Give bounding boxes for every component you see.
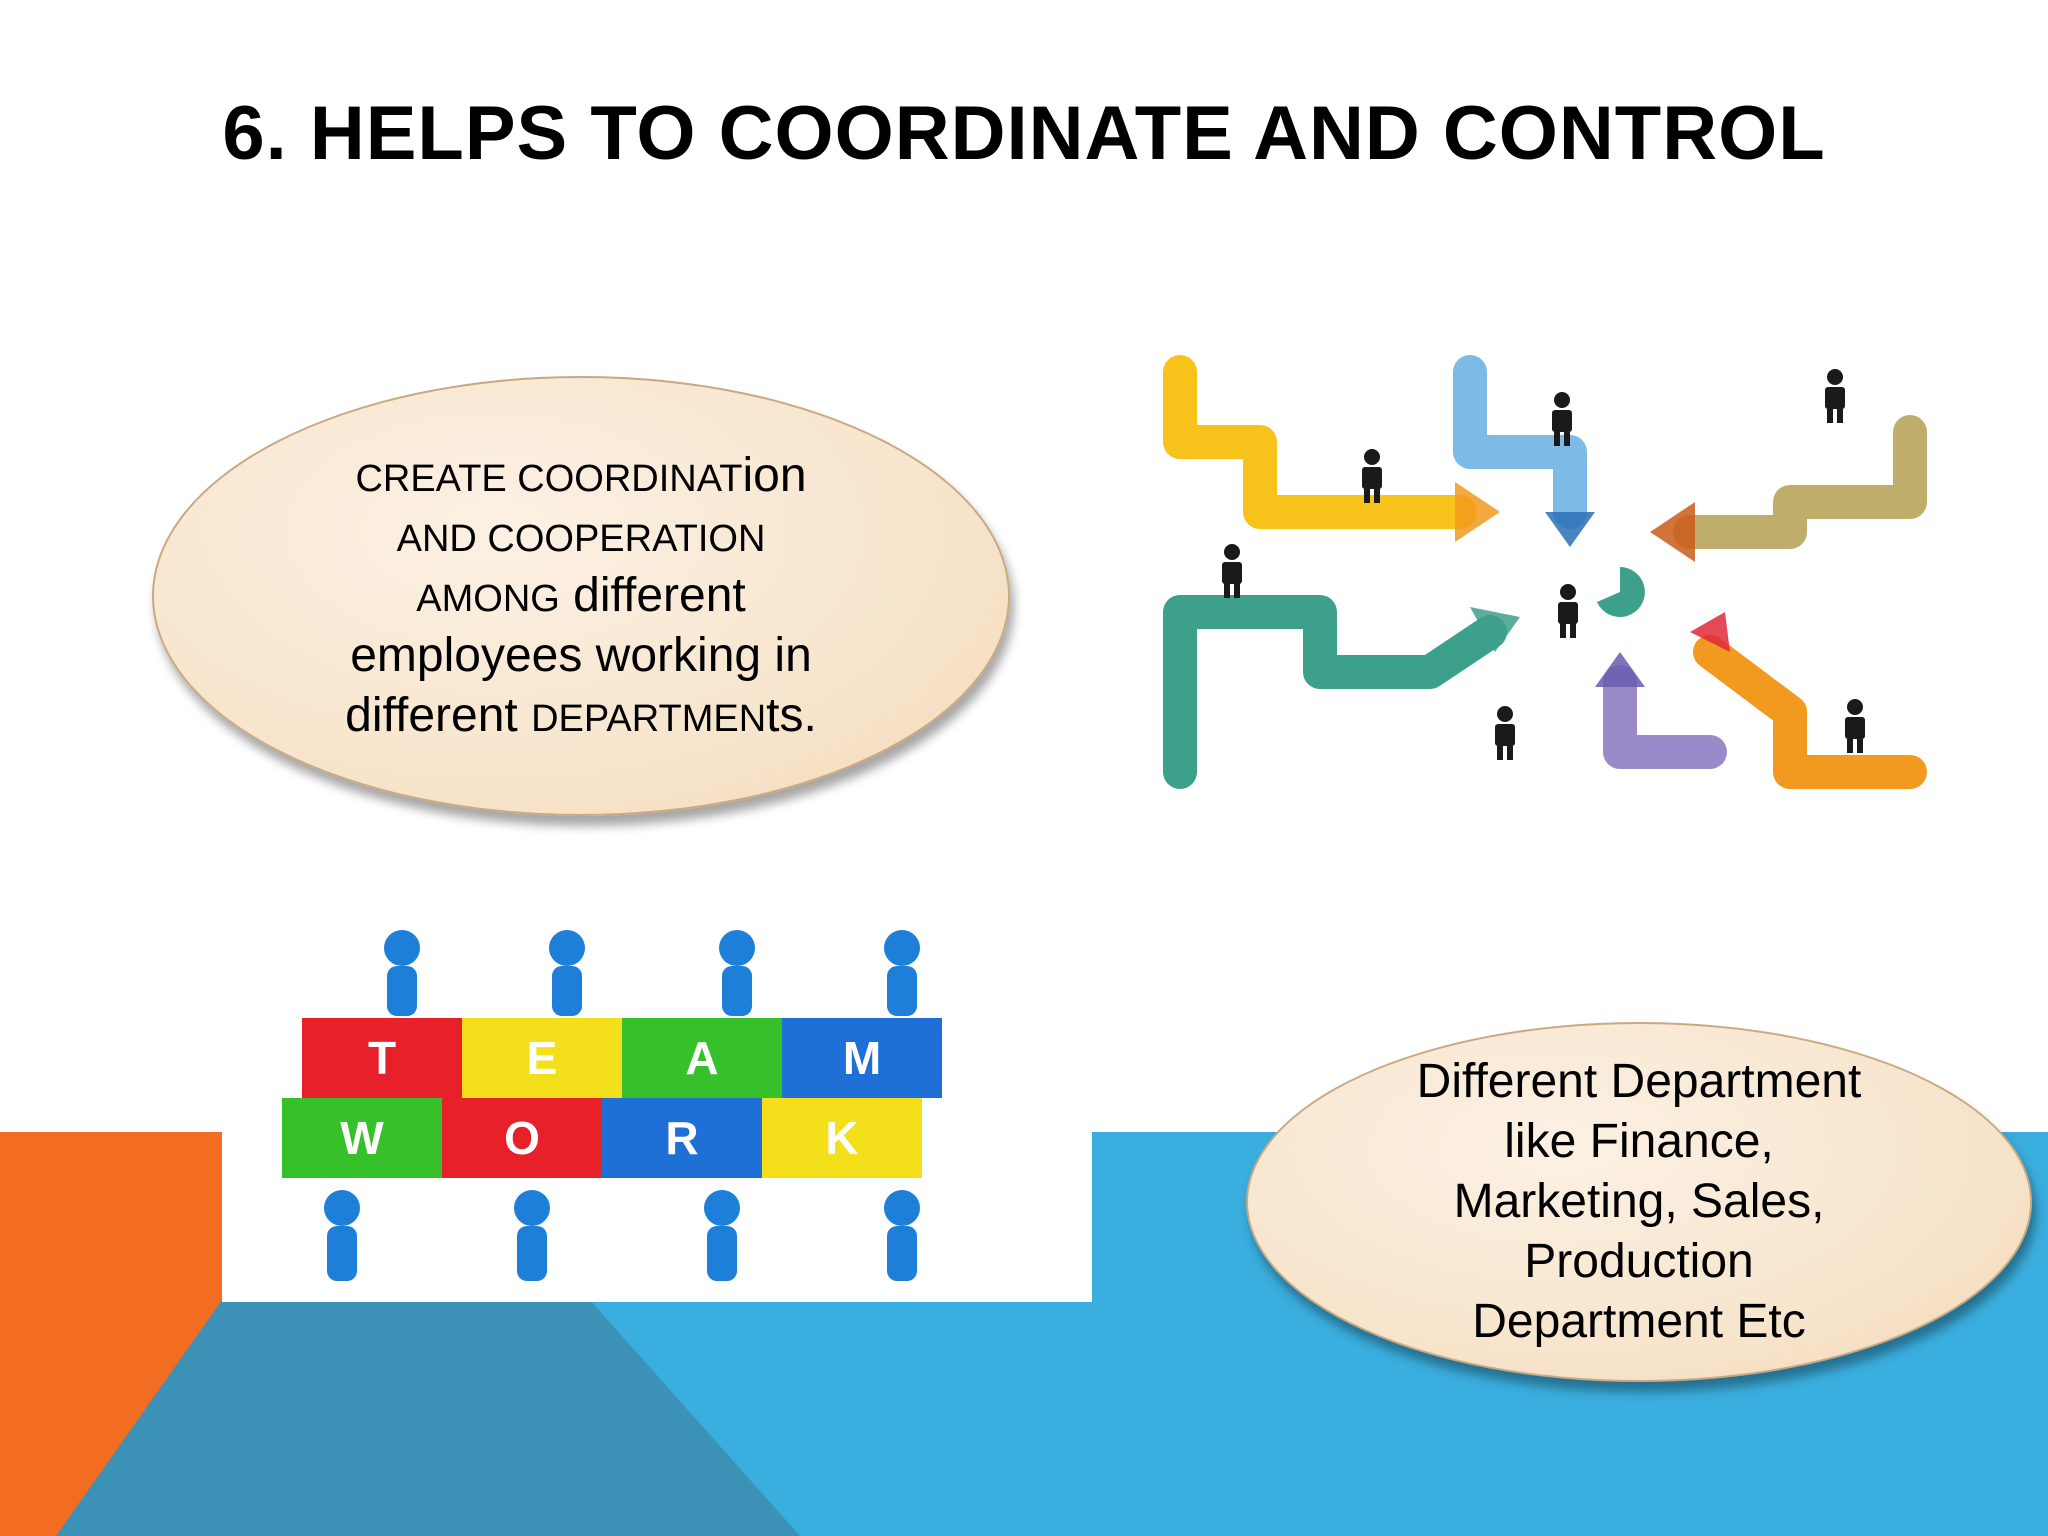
red-arrowhead (1690, 612, 1730, 652)
oval-text-caps: CREATE COORDINAT (355, 458, 743, 500)
oval-text: employees working in (350, 629, 812, 682)
puzzle-letter: M (843, 1032, 881, 1084)
puzzle-letter: W (340, 1112, 384, 1164)
figure-icon (884, 930, 920, 1016)
figure-icon (719, 930, 755, 1016)
figure-icon (884, 1190, 920, 1281)
figure-icon (324, 1190, 360, 1281)
person-icon (1558, 584, 1578, 638)
figure-icon (514, 1190, 550, 1281)
figure-icon (549, 930, 585, 1016)
puzzle-letter: K (825, 1112, 858, 1164)
yellow-arrow (1163, 355, 1477, 529)
oval-text: Department Etc (1472, 1295, 1806, 1348)
purple-arrow (1603, 665, 1727, 769)
oval-text-caps: DEPARTMEN (531, 698, 767, 740)
oval-text-caps: AMONG (416, 578, 560, 620)
oval-text-caps: AND COOPERATION (396, 518, 766, 560)
yellow-arrowhead (1455, 482, 1500, 542)
oval-text: different (345, 689, 532, 742)
teamwork-puzzle-image: T E A M W O R K (222, 918, 1092, 1302)
teal-arrowhead (1470, 607, 1520, 652)
oval-text: ion (742, 449, 807, 502)
slide-title: 6. HELPS TO COORDINATE AND CONTROL (222, 91, 1826, 176)
person-icon (1825, 369, 1845, 423)
purple-arrowhead (1595, 652, 1645, 687)
oval-text: Marketing, Sales, (1453, 1175, 1825, 1228)
puzzle-pieces (282, 1018, 942, 1178)
figure-icon (704, 1190, 740, 1281)
light-blue-arrow (1453, 355, 1587, 529)
oval-text: ts. (766, 689, 817, 742)
person-icon (1222, 544, 1242, 598)
departments-text: Different Department like Finance, Marke… (1319, 1052, 1959, 1352)
puzzle-letter: T (368, 1032, 396, 1084)
dark-blue-triangle (0, 1300, 800, 1536)
coordination-oval: CREATE COORDINATion AND COOPERATION AMON… (152, 376, 1010, 816)
puzzle-letter: R (665, 1112, 698, 1164)
person-icon (1552, 392, 1572, 446)
business-people-icons (1222, 369, 1865, 760)
blue-figures (324, 930, 920, 1281)
puzzle-letter: O (504, 1112, 540, 1164)
olive-arrow (1673, 415, 1927, 549)
oval-text: different (559, 569, 746, 622)
orange-arrow (1693, 635, 1927, 789)
olive-arrowhead (1650, 502, 1695, 562)
person-icon (1362, 449, 1382, 503)
puzzle-letter: A (685, 1032, 718, 1084)
person-icon (1495, 706, 1515, 760)
blue-arrowhead (1545, 512, 1595, 547)
puzzle-letters: T E A M W O R K (340, 1032, 881, 1164)
orange-triangle (0, 1132, 222, 1536)
teamwork-puzzle-illustration: T E A M W O R K (282, 930, 942, 1281)
coordination-arrows-illustration (1163, 355, 1927, 789)
oval-text: like Finance, (1504, 1115, 1774, 1168)
puzzle-letter: E (527, 1032, 558, 1084)
figure-icon (384, 930, 420, 1016)
person-icon (1845, 699, 1865, 753)
pie-icon (1597, 567, 1645, 617)
oval-text: Different Department (1416, 1055, 1862, 1108)
teal-arrow (1163, 595, 1507, 789)
departments-oval: Different Department like Finance, Marke… (1246, 1022, 2032, 1382)
oval-text: Production (1524, 1235, 1754, 1288)
coordination-text: CREATE COORDINATion AND COOPERATION AMON… (301, 446, 861, 746)
